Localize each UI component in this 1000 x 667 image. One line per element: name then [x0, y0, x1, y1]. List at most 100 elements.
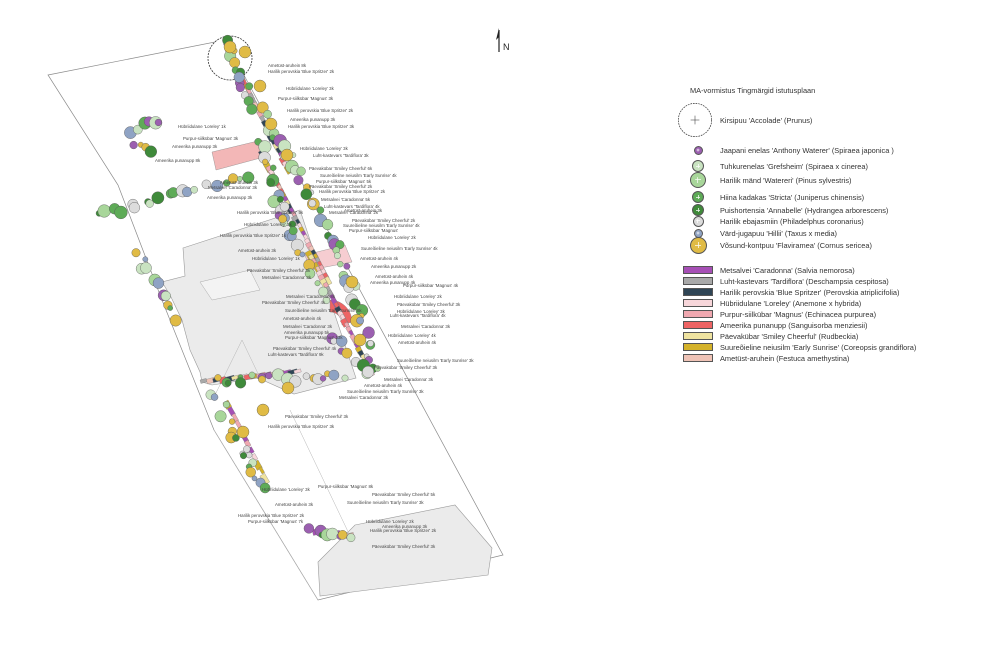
shrub-symbol-icon: [266, 178, 276, 187]
shrub-symbol-icon: [245, 82, 254, 91]
legend-label: Ameerika punanupp (Sanguisorba menziesii…: [720, 320, 868, 330]
shrub-symbol-icon: [223, 179, 231, 187]
legend-row-shrub: Jaapani enelas 'Anthony Waterer' (Spirae…: [680, 144, 894, 156]
plant-label: Hübriidulane 'Loreley' 3k: [262, 487, 311, 492]
shrub-symbol-icon: [299, 251, 306, 258]
plant-label: Harilik perovskia 'Blue Spritzer' 2k: [319, 189, 386, 194]
shrub-symbol-icon: [133, 124, 143, 135]
legend-label: Päevakübar 'Smiley Cheerful' (Rudbeckia): [720, 331, 859, 341]
legend-label: Puishortensia 'Annabelle' (Hydrangea arb…: [720, 205, 889, 215]
shrub-symbol-icon: [151, 191, 165, 205]
legend-title: MA-vormistus Tingmärgid istutusplaan: [690, 86, 816, 95]
shrub-symbol-icon: [279, 201, 290, 212]
plant-label: Suureõieline neiusilm 'Early Sunrise' 4k: [361, 246, 438, 251]
shrub-symbol-icon: [131, 248, 141, 258]
legend-row-perennial: Luht-kastevars 'Tardiflora' (Deschampsia…: [680, 275, 889, 287]
shrub-symbol-icon: [308, 199, 317, 208]
shrub-symbol-icon: [246, 451, 253, 459]
perennial-bed: [251, 453, 259, 461]
legend-symbol-icon: [680, 343, 716, 351]
legend-row-shrub: Harilik ebajasmiin (Philadelphus coronar…: [680, 215, 864, 227]
plant-label: Päevakübar 'Smiley Cheerful' 3k: [374, 365, 438, 370]
legend-row-shrub: Tuhkurenelas 'Grefsheim' (Spiraea x cine…: [680, 160, 868, 172]
plant-label: Luht-kastevars 'Tardiflora' 9k: [268, 352, 324, 357]
legend-symbol-icon: [680, 277, 716, 285]
plant-label: Ameerika punanupp 3k: [207, 195, 253, 200]
shrub-symbol-icon: [114, 205, 128, 220]
shrub-symbol-icon: [337, 261, 344, 268]
plant-label: Päevakübar 'Smiley Cheerful' 6k: [309, 166, 373, 171]
shrub-symbol-icon: [362, 365, 375, 378]
plant-label: Metsalvei 'Caradonna' 2k: [329, 210, 379, 215]
plant-label: Harilik perovskia 'Blue Spritzer' 3k: [288, 124, 355, 129]
shrub-symbol-icon: [353, 333, 367, 347]
legend-symbol-icon: [680, 354, 716, 362]
plant-label: Ametüst-aruhein 4k: [364, 383, 403, 388]
shrub-symbol-icon: [337, 530, 348, 540]
shrub-symbol-icon: [235, 377, 247, 389]
plant-label: Purpur-siilkübar 'Magnus' 3k: [183, 136, 239, 141]
plant-label: Päevakübar 'Smiley Cheerful' 2k: [309, 184, 373, 189]
plant-label: Hübriidulane 'Loreley' 4k: [388, 333, 437, 338]
shrub-symbol-icon: [233, 71, 245, 83]
shrub-symbol-icon: [224, 379, 232, 387]
shrub-symbol-icon: [222, 400, 230, 409]
plant-label: Ametüst-aruhein 3k: [238, 248, 277, 253]
shrub-symbol-icon: [314, 280, 321, 287]
plant-label: Purpur-siilkübar 'Magnus' 4k: [403, 283, 459, 288]
plant-label: Metsalvei 'Caradonna' 3k: [283, 324, 333, 329]
plant-label: Päevakübar 'Smiley Cheerful' 3k: [247, 268, 311, 273]
shrub-symbol-icon: [128, 202, 141, 214]
shrub-symbol-icon: [129, 140, 138, 150]
plant-label: Purpur-siilkübar 'Magnus': [349, 228, 398, 233]
shrub-symbol-icon: [270, 164, 277, 171]
shrub-symbol-icon: [246, 103, 258, 115]
shrub-symbol-icon: [214, 374, 222, 382]
legend-row-perennial: Purpur-siilkübar 'Magnus' (Echinacea pur…: [680, 308, 876, 320]
legend-symbol-icon: [680, 310, 716, 318]
shrub-symbol-icon: [276, 195, 284, 203]
legend-row-perennial: Harilik perovskia 'Blue Spritzer' (Perov…: [680, 286, 899, 298]
shrub-symbol-icon: [97, 204, 111, 218]
shrub-symbol-icon: [280, 148, 294, 162]
plant-label: Päevakübar 'Smiley Cheerful' 3k: [397, 302, 461, 307]
shrub-symbol-icon: [238, 45, 252, 59]
legend-label: Harilik perovskia 'Blue Spritzer' (Perov…: [720, 287, 900, 297]
plant-label: Harilik perovskia 'Blue Spritzer' 2k: [238, 513, 305, 518]
shrub-symbol-icon: [242, 171, 255, 184]
legend-symbol-icon: [680, 332, 716, 340]
building-annex: [199, 269, 261, 301]
shrub-symbol-icon: [335, 240, 345, 250]
plant-label: Metsalvei 'Caradonna' 8k: [286, 294, 336, 299]
shrub-symbol-icon: [211, 179, 224, 192]
plant-label: Suureõieline neiusilm 'Early Sunrise' 3k: [347, 500, 424, 505]
plant-label: Suureõieline neiusilm 'Early Sunrise' 4k: [320, 173, 397, 178]
plant-label: Ametüst-aruhein 3k: [275, 502, 314, 507]
plant-symbols: [95, 34, 381, 543]
shrub-symbol-icon: [235, 83, 245, 93]
shrub-symbol-icon: [201, 179, 212, 189]
plant-label: Hübriidulane 'Loreley' 3k: [300, 146, 349, 151]
legend-symbol-icon: [680, 172, 716, 188]
plant-label: Hübriidulane 'Loreley' 1k: [178, 124, 227, 129]
plant-label: Ametüst-aruhein 3k: [220, 180, 259, 185]
shrub-symbol-icon: [236, 425, 250, 439]
plant-label: Harilik perovskia 'Blue Spritzer' 2k: [287, 108, 354, 113]
legend-row-tree: Kirsipuu 'Accolade' (Prunus): [678, 103, 813, 137]
plant-label: Hübriidulane 'Loreley' 2k: [366, 519, 415, 524]
plant-label: Purpur-siilkübar 'Magnus' 13k: [285, 335, 343, 340]
plant-label: Purpur-siilkübar 'Magnus' 8k: [318, 484, 374, 489]
plant-label: Metsalvei 'Caradonna' 3k: [401, 324, 451, 329]
legend-label: Kirsipuu 'Accolade' (Prunus): [720, 115, 813, 125]
plant-label: Ameerika punanupp 2k: [371, 264, 417, 269]
shrub-symbol-icon: [145, 199, 154, 208]
shrub-symbol-icon: [336, 335, 348, 347]
legend-label: Harilik mänd 'Watereri' (Pinus sylvestri…: [720, 175, 852, 185]
legend-row-shrub: Harilik mänd 'Watereri' (Pinus sylvestri…: [680, 172, 852, 188]
plant-label: Päevakübar 'Smiley Cheerful' 3k: [372, 544, 436, 549]
shrub-symbol-icon: [232, 434, 240, 442]
shrub-symbol-icon: [281, 381, 295, 395]
shrub-symbol-icon: [341, 347, 353, 359]
